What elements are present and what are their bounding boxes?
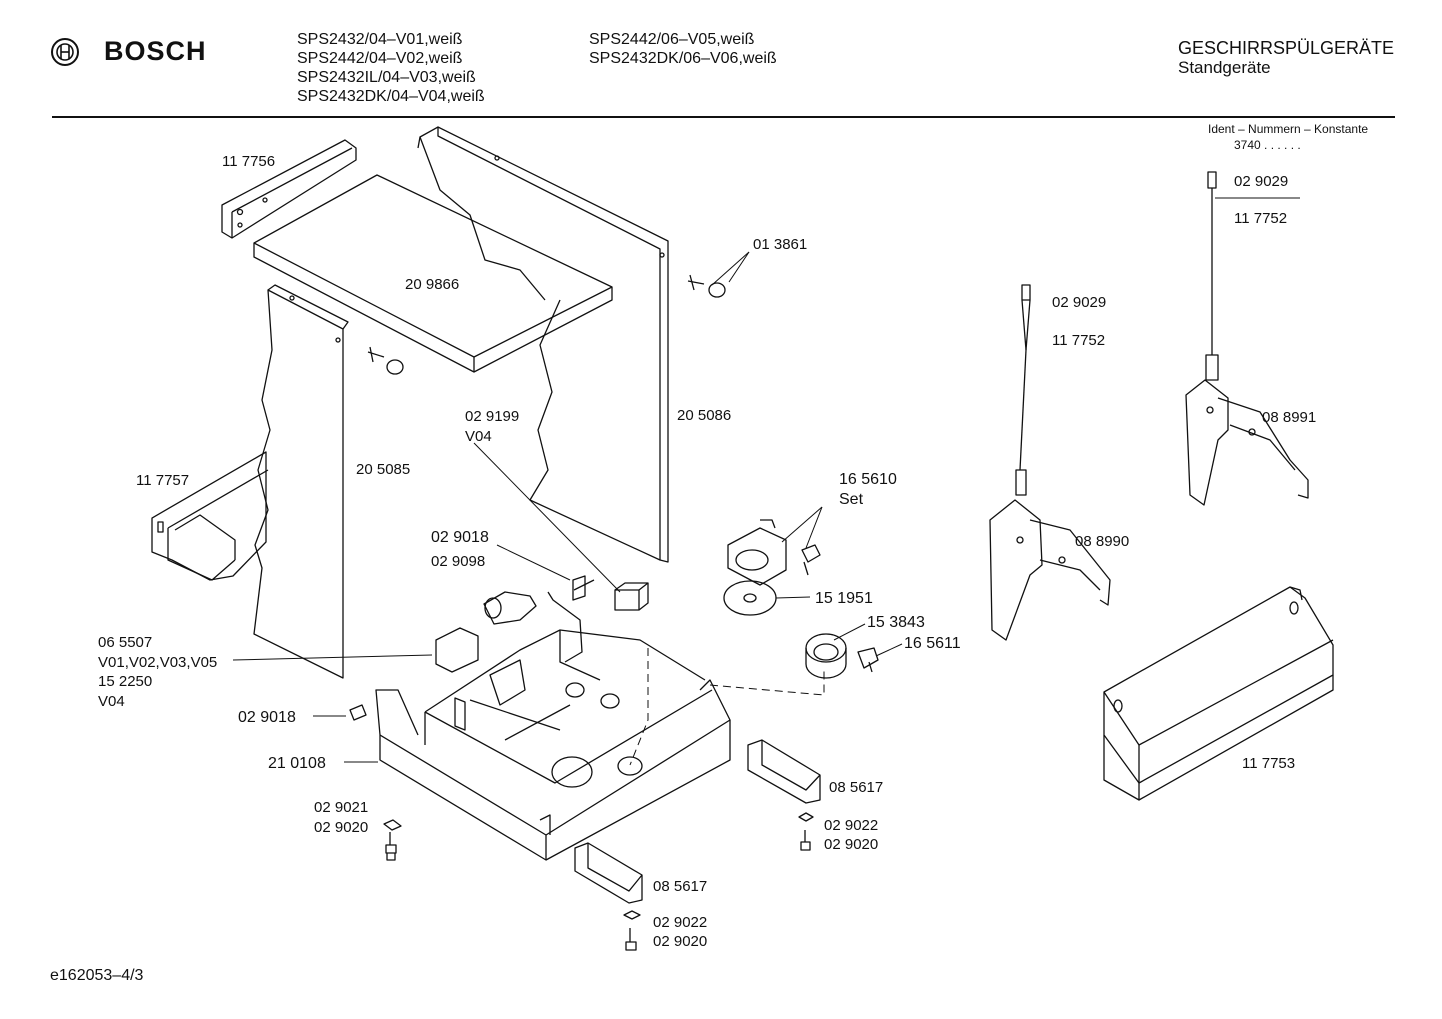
part-label: 01 3861: [753, 236, 807, 253]
category-subtitle: Standgeräte: [1178, 58, 1271, 77]
part-label: V04: [465, 428, 492, 445]
part-label: 02 9098: [431, 553, 485, 570]
worktop-plate-part: [253, 174, 613, 373]
model-name: SPS2432DK/04–V04,weiß: [297, 88, 485, 105]
part-label: 20 5085: [356, 461, 410, 478]
header-divider: [52, 116, 1395, 118]
part-label: 08 8990: [1075, 533, 1129, 550]
hinge-left-part: [989, 284, 1111, 641]
part-label: 15 3843: [867, 614, 925, 631]
model-name: SPS2432DK/06–V06,weiß: [589, 50, 777, 67]
model-name: SPS2442/04–V02,weiß: [297, 50, 463, 67]
side-panel-part: [253, 284, 349, 679]
small-components: [349, 575, 649, 721]
part-label: 08 8991: [1262, 409, 1316, 426]
part-label: 02 9020: [314, 819, 368, 836]
base-tub-part: [375, 591, 731, 861]
drawing-code: e162053–4/3: [50, 967, 144, 984]
model-name: SPS2432/04–V01,weiß: [297, 31, 463, 48]
part-label: Set: [839, 491, 864, 508]
part-label: 02 9018: [238, 709, 296, 726]
part-label: 02 9020: [653, 933, 707, 950]
part-label: 08 5617: [829, 779, 883, 796]
model-list-primary: SPS2432/04–V01,weiß SPS2442/04–V02,weiß …: [297, 30, 485, 106]
screw-and-cap-part: [367, 274, 726, 375]
part-label: V04: [98, 693, 125, 710]
part-label: 06 5507: [98, 634, 152, 651]
model-name: SPS2432IL/04–V03,weiß: [297, 69, 476, 86]
model-list-secondary: SPS2442/06–V05,weiß SPS2432DK/06–V06,wei…: [589, 30, 777, 68]
feet-parts: [383, 739, 821, 951]
part-label: V01,V02,V03,V05: [98, 654, 217, 671]
hinge-right-part: [1185, 171, 1309, 506]
part-label: 02 9029: [1052, 294, 1106, 311]
part-label: 11 7753: [1242, 755, 1295, 772]
kick-plate-part: [1103, 586, 1334, 801]
category-title: GESCHIRRSPÜLGERÄTE: [1178, 38, 1395, 58]
part-label: 20 9866: [405, 276, 459, 293]
lower-side-rail-part: [151, 451, 269, 581]
part-label: 15 2250: [98, 673, 152, 690]
part-label: 11 7756: [222, 153, 275, 170]
part-label: 02 9029: [1234, 173, 1288, 190]
top-rail-part: [221, 139, 357, 239]
model-name: SPS2442/06–V05,weiß: [589, 31, 755, 48]
rear-panel-part: [417, 126, 669, 563]
bosch-logo-icon: [51, 38, 79, 66]
ident-value: 3740 . . . . . .: [1234, 138, 1301, 152]
part-label: 16 5610: [839, 471, 897, 488]
part-label: 20 5086: [677, 407, 731, 424]
part-label: 11 7757: [136, 472, 189, 489]
part-label: 21 0108: [268, 755, 326, 772]
part-label: 11 7752: [1234, 210, 1287, 227]
part-label: 02 9199: [465, 408, 519, 425]
part-label: 02 9020: [824, 836, 878, 853]
part-label: 16 5611: [904, 635, 961, 652]
part-label: 02 9021: [314, 799, 368, 816]
part-label: 02 9022: [653, 914, 707, 931]
part-label: 15 1951: [815, 590, 873, 607]
part-labels: 11 7756 20 9866 01 3861 20 5086 20 5085 …: [98, 153, 1316, 950]
part-label: 02 9018: [431, 529, 489, 546]
part-label: 11 7752: [1052, 332, 1105, 349]
leader-lines: [232, 197, 1300, 766]
part-label: 02 9022: [824, 817, 878, 834]
part-label: 08 5617: [653, 878, 707, 895]
brand-name: BOSCH: [104, 36, 207, 66]
ident-label: Ident – Nummern – Konstante: [1208, 122, 1369, 136]
